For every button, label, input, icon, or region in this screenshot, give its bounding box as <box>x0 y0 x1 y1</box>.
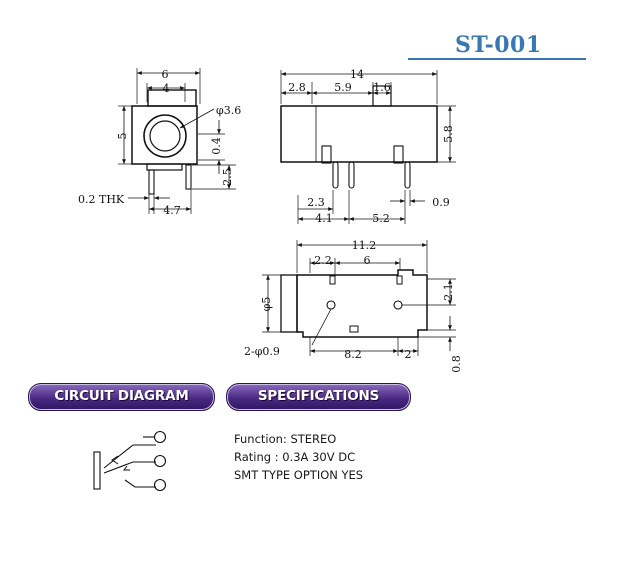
circuit-symbol <box>93 430 167 492</box>
title-underline <box>408 58 586 60</box>
bottom-diameter-label: φ5 <box>260 297 273 312</box>
specifications-heading: SPECIFICATIONS <box>226 383 411 411</box>
bottom-length-label: 11.2 <box>352 239 377 252</box>
side-p1-label: 2.3 <box>307 196 325 209</box>
spec-smt-option: SMT TYPE OPTION YES <box>234 468 364 482</box>
front-pitch-label: 4.7 <box>163 204 181 217</box>
side-view <box>280 70 456 224</box>
bottom-holes-label: 2-φ0.9 <box>244 345 280 358</box>
front-pin-length-label: 2.5 <box>221 168 234 186</box>
bottom-b5-label: 2 <box>405 348 412 361</box>
side-d3-label: 1.6 <box>373 81 391 94</box>
side-d2-label: 5.9 <box>334 81 352 94</box>
side-d1-label: 2.8 <box>288 81 306 94</box>
side-length-label: 14 <box>350 68 364 81</box>
bottom-view <box>262 240 456 356</box>
bottom-b2-label: 6 <box>364 254 371 267</box>
front-thickness-label: 0.2 THK <box>78 193 125 206</box>
front-hole-label: φ3.6 <box>216 104 241 117</box>
bottom-b4-label: 8.2 <box>344 348 362 361</box>
front-height-label: 5 <box>116 133 129 140</box>
side-p4-label: 0.9 <box>432 196 450 209</box>
spec-rating: Rating : 0.3A 30V DC <box>234 450 356 464</box>
front-inner-label: 4 <box>163 82 170 95</box>
bottom-b3-label: 2.1 <box>442 283 455 301</box>
bottom-b6-label: 0.8 <box>450 355 463 373</box>
side-p3-label: 5.2 <box>372 212 390 225</box>
part-number-title: ST-001 <box>455 32 542 58</box>
circuit-diagram-heading: CIRCUIT DIAGRAM <box>28 383 215 411</box>
side-height-label: 5.8 <box>442 125 455 143</box>
front-view <box>118 68 236 214</box>
bottom-b1-label: 2.2 <box>314 254 332 267</box>
front-width-label: 6 <box>162 68 169 81</box>
side-p2-label: 4.1 <box>315 212 333 225</box>
front-offset-label: 0.4 <box>210 137 223 155</box>
spec-function: Function: STEREO <box>234 432 337 446</box>
